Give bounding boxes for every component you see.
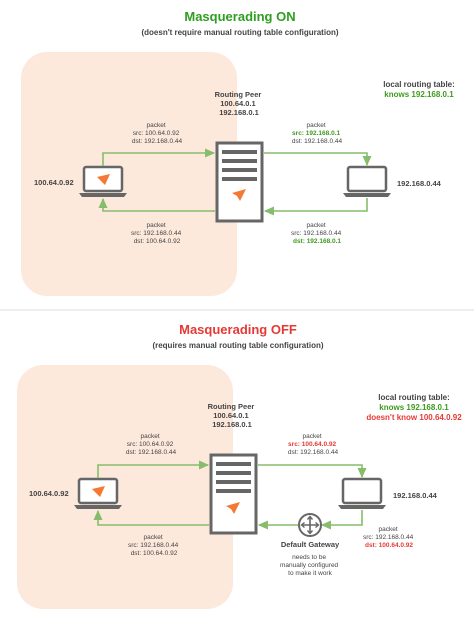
on-peer-label: Routing Peer 100.64.0.1 192.168.0.1 <box>215 90 264 117</box>
off-right-laptop <box>336 477 388 511</box>
section-masquerading-on: Masquerading ON (doesn't require manual … <box>21 9 455 296</box>
on-packet-top-left: packet src: 100.64.0.92 dst: 192.168.0.4… <box>132 122 183 145</box>
on-packet-bottom-right: packet src: 192.168.0.44 dst: 192.168.0.… <box>291 222 343 245</box>
off-arrow-laptop-to-peer <box>97 460 210 478</box>
on-right-laptop <box>341 165 393 199</box>
netbird-logo-icon <box>232 189 246 201</box>
on-subtitle: (doesn't require manual routing table co… <box>141 28 338 37</box>
off-packet-bottom-right: packet src: 192.168.0.44 dst: 100.64.0.9… <box>363 526 415 549</box>
off-routing-table-title: local routing table: <box>378 393 450 402</box>
off-arrow-device-to-gateway <box>320 510 363 530</box>
off-packet-top-right: packet src: 100.64.0.92 dst: 192.168.0.4… <box>288 433 339 456</box>
on-routing-peer-server <box>215 141 264 223</box>
gateway-note: needs to be manually configured to make … <box>280 554 340 577</box>
off-peer-network-zone <box>17 365 233 609</box>
off-title: Masquerading OFF <box>179 322 297 337</box>
default-gateway-router-icon <box>298 513 322 537</box>
on-right-ip: 192.168.0.44 <box>397 179 442 188</box>
section-masquerading-off: Masquerading OFF (requires manual routin… <box>17 322 462 609</box>
off-left-laptop <box>72 477 124 511</box>
netbird-logo-icon <box>92 486 105 497</box>
off-peer-label: Routing Peer 100.64.0.1 192.168.0.1 <box>208 402 257 429</box>
netbird-logo-icon <box>97 174 110 185</box>
on-left-ip: 100.64.0.92 <box>34 178 74 187</box>
off-routing-peer-server <box>209 453 258 535</box>
off-packet-bottom-left: packet src: 192.168.0.44 dst: 100.64.0.9… <box>128 534 180 557</box>
on-packet-bottom-left: packet src: 192.168.0.44 dst: 100.64.0.9… <box>131 222 183 245</box>
on-peer-network-zone <box>21 52 237 296</box>
on-routing-table-known: knows 192.168.0.1 <box>384 90 454 99</box>
on-title: Masquerading ON <box>184 9 295 24</box>
off-left-ip: 100.64.0.92 <box>29 489 69 498</box>
on-arrow-peer-to-device <box>264 152 372 167</box>
off-right-ip: 192.168.0.44 <box>393 491 438 500</box>
gateway-title: Default Gateway <box>281 540 340 549</box>
off-arrow-peer-to-device <box>258 464 367 479</box>
off-routing-table-known: knows 192.168.0.1 <box>379 403 449 412</box>
off-packet-top-left: packet src: 100.64.0.92 dst: 192.168.0.4… <box>126 433 177 456</box>
off-arrow-peer-to-laptop <box>93 509 209 526</box>
on-packet-top-right: packet src: 192.168.0.1 dst: 192.168.0.4… <box>292 122 343 145</box>
on-routing-table-title: local routing table: <box>383 80 455 89</box>
on-arrow-laptop-to-peer <box>102 148 216 166</box>
off-routing-table-unknown: doesn't know 100.64.0.92 <box>366 413 462 422</box>
netbird-logo-icon <box>226 502 240 514</box>
on-arrow-peer-to-laptop <box>98 197 215 212</box>
on-left-laptop <box>77 165 129 199</box>
on-arrow-device-to-peer <box>263 198 368 216</box>
off-subtitle: (requires manual routing table configura… <box>152 341 323 350</box>
